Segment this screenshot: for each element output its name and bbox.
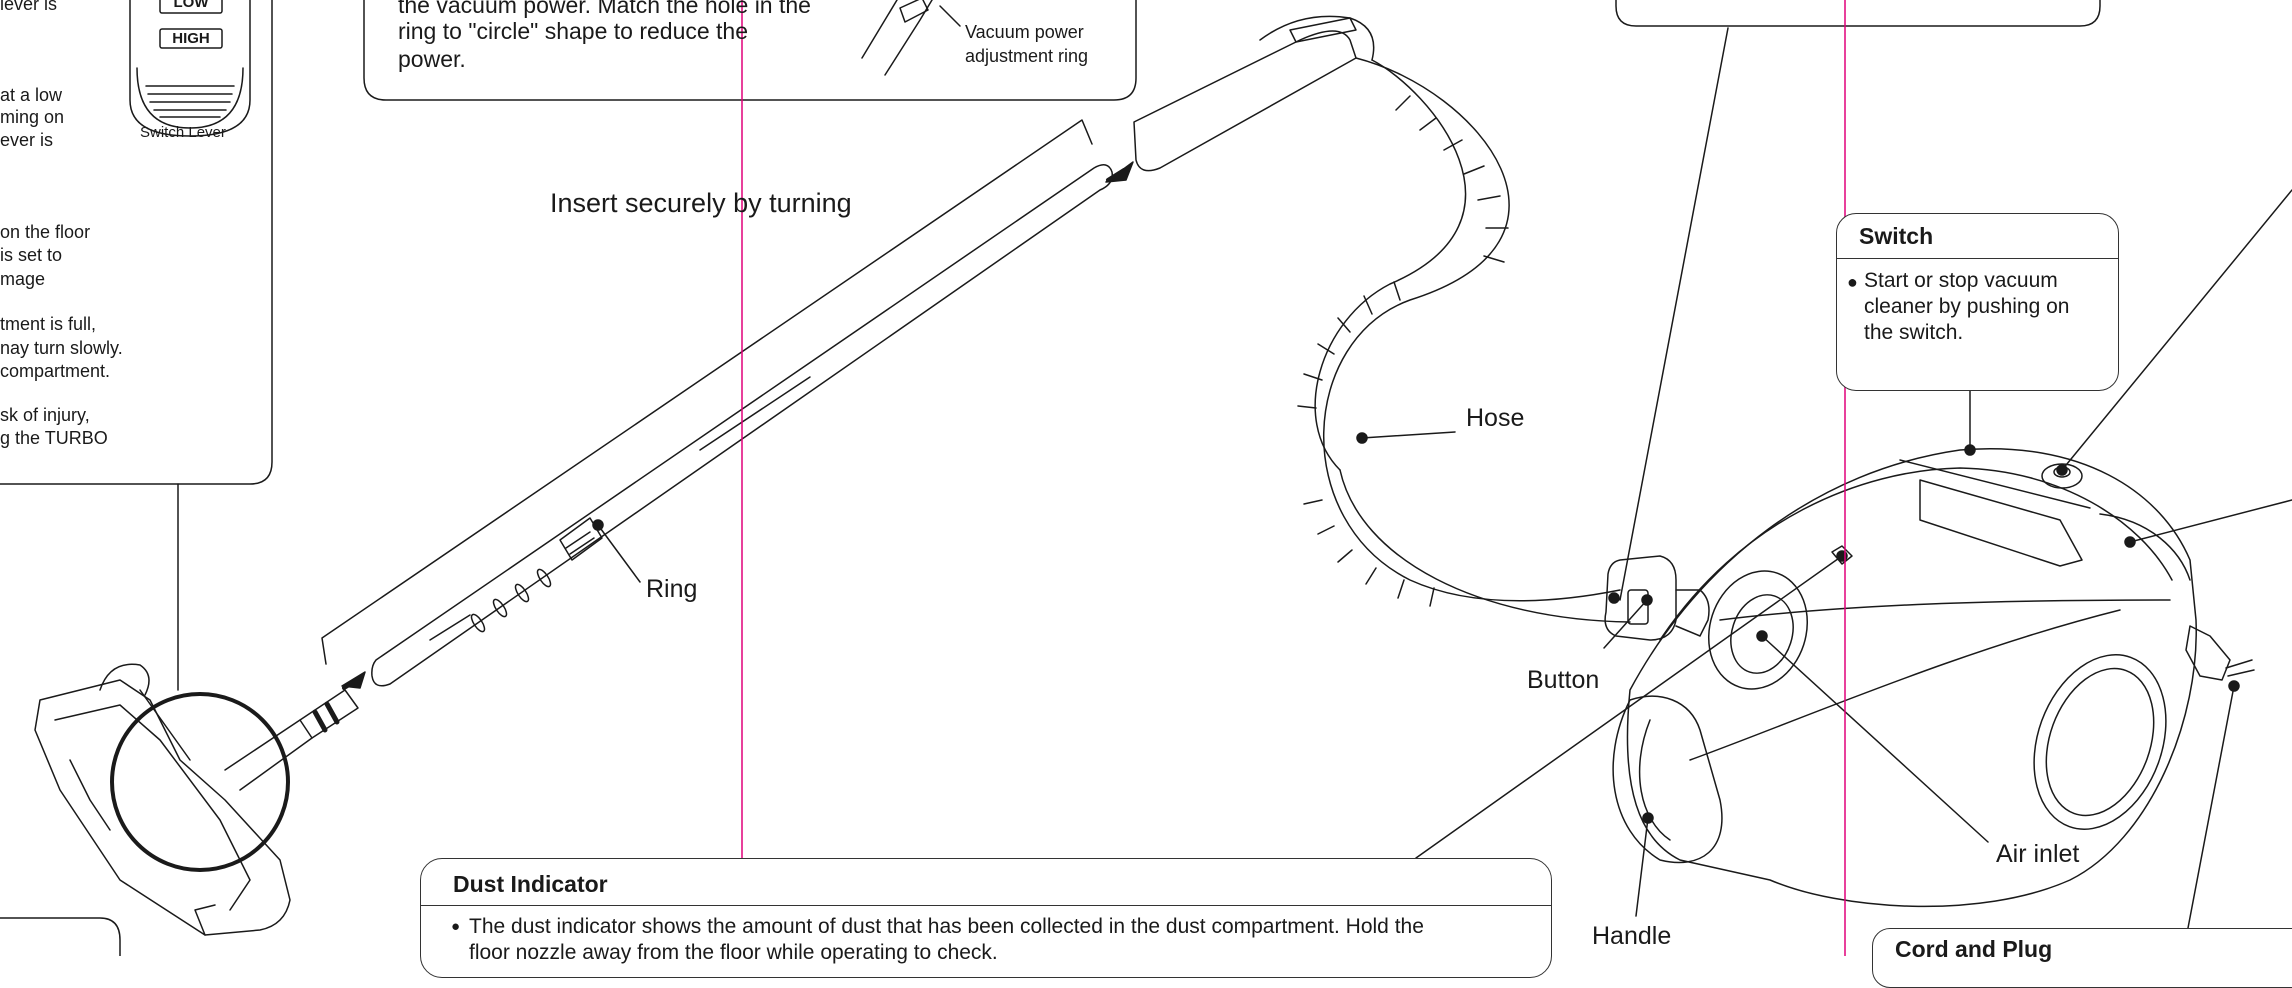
switch-callout-divider [1837, 258, 2118, 259]
button-leader [1603, 599, 1648, 649]
dust-indicator-title: Dust Indicator [453, 871, 608, 897]
adjustment-ring-sketch [861, 0, 961, 76]
left-panel-line-12: g the TURBO [0, 428, 108, 448]
air-inlet-leader [1761, 635, 1989, 843]
left-panel-line-9: nay turn slowly. [0, 338, 123, 358]
top-note-outline [363, 0, 1137, 101]
left-panel-line-10: compartment. [0, 361, 111, 381]
cover-leader [2129, 499, 2292, 543]
vacuum-body-drawing [1626, 448, 2197, 908]
insert-label: Insert securely by turning [550, 188, 852, 218]
switch-callout-title: Switch [1859, 223, 1934, 249]
hose-label: Hose [1466, 404, 1525, 432]
filter-leader [1619, 27, 1729, 601]
switch-lever-drawing [129, 0, 251, 137]
left-panel-line-8: tment is full, [0, 314, 97, 334]
handle-leader [1635, 817, 1649, 917]
pipe-bracket [321, 119, 1093, 665]
ring-leader [597, 524, 641, 583]
dust-indicator-divider [421, 905, 1551, 906]
ring-label: Ring [646, 575, 698, 603]
top-right-box-outline [1615, 0, 2101, 27]
switch-callout-body-2: cleaner by pushing on [1864, 295, 2070, 318]
air-inlet-drawing [1707, 570, 1809, 690]
cord-button-leader [2061, 189, 2292, 471]
top-note-line-2: ring to "circle" shape to reduce the [398, 18, 749, 44]
left-panel-line-6: is set to [0, 245, 63, 265]
left-panel-line-7: mage [0, 269, 46, 289]
left-panel-line-1: lever is [0, 0, 58, 14]
top-note-line-3: power. [398, 46, 466, 72]
left-panel-line-3: ming on [0, 107, 65, 127]
hose-leader [1361, 431, 1456, 439]
switch-callout: Switch ● Start or stop vacuum cleaner by… [1836, 213, 2119, 391]
switch-lever-low-label: LOW [173, 0, 209, 11]
top-note-line-1: the vacuum power. Match the hole in the [398, 0, 811, 18]
extension-pipe [371, 164, 1113, 687]
dust-indicator-leader [1415, 555, 1843, 859]
cord-and-plug-callout: Cord and Plug [1872, 928, 2292, 988]
switch-lever-high-label: HIGH [172, 30, 210, 47]
hose-drawing [1297, 57, 1631, 623]
nozzle-highlight-circle [110, 692, 290, 872]
left-panel-line-11: sk of injury, [0, 405, 90, 425]
vacuum-ring-label-line-1: Vacuum power [965, 22, 1084, 42]
dust-indicator-callout: Dust Indicator ● The dust indicator show… [420, 858, 1552, 978]
switch-callout-body-1: Start or stop vacuum [1864, 269, 2058, 292]
instructions-panel-outline [0, 0, 273, 485]
button-label: Button [1527, 666, 1600, 694]
dust-indicator-line-2: floor nozzle away from the floor while o… [469, 941, 998, 964]
left-panel-line-5: on the floor [0, 222, 91, 242]
vacuum-cleaner-diagram [0, 0, 2292, 956]
switch-callout-body-3: the switch. [1864, 321, 1964, 344]
hose-handle [1133, 15, 1375, 172]
switch-lever-caption: Switch Lever [140, 124, 226, 141]
left-panel-line-2: at a low [0, 85, 63, 105]
floor-nozzle-drawing [34, 663, 359, 936]
cord-and-plug-title: Cord and Plug [1895, 936, 2053, 962]
bottom-left-box-outline [0, 917, 121, 956]
handle-drawing [1612, 695, 1723, 864]
vacuum-ring-label-line-2: adjustment ring [965, 46, 1089, 66]
switch-callout-bullet: ● [1847, 272, 1858, 292]
left-panel-line-4: ever is [0, 130, 54, 150]
dust-indicator-line-1: The dust indicator shows the amount of d… [469, 915, 1424, 938]
plug-leader [2187, 685, 2235, 929]
plug-drawing [2185, 625, 2255, 681]
air-inlet-label: Air inlet [1996, 840, 2080, 868]
handle-label: Handle [1592, 922, 1672, 950]
dust-indicator-bullet: ● [451, 918, 461, 935]
